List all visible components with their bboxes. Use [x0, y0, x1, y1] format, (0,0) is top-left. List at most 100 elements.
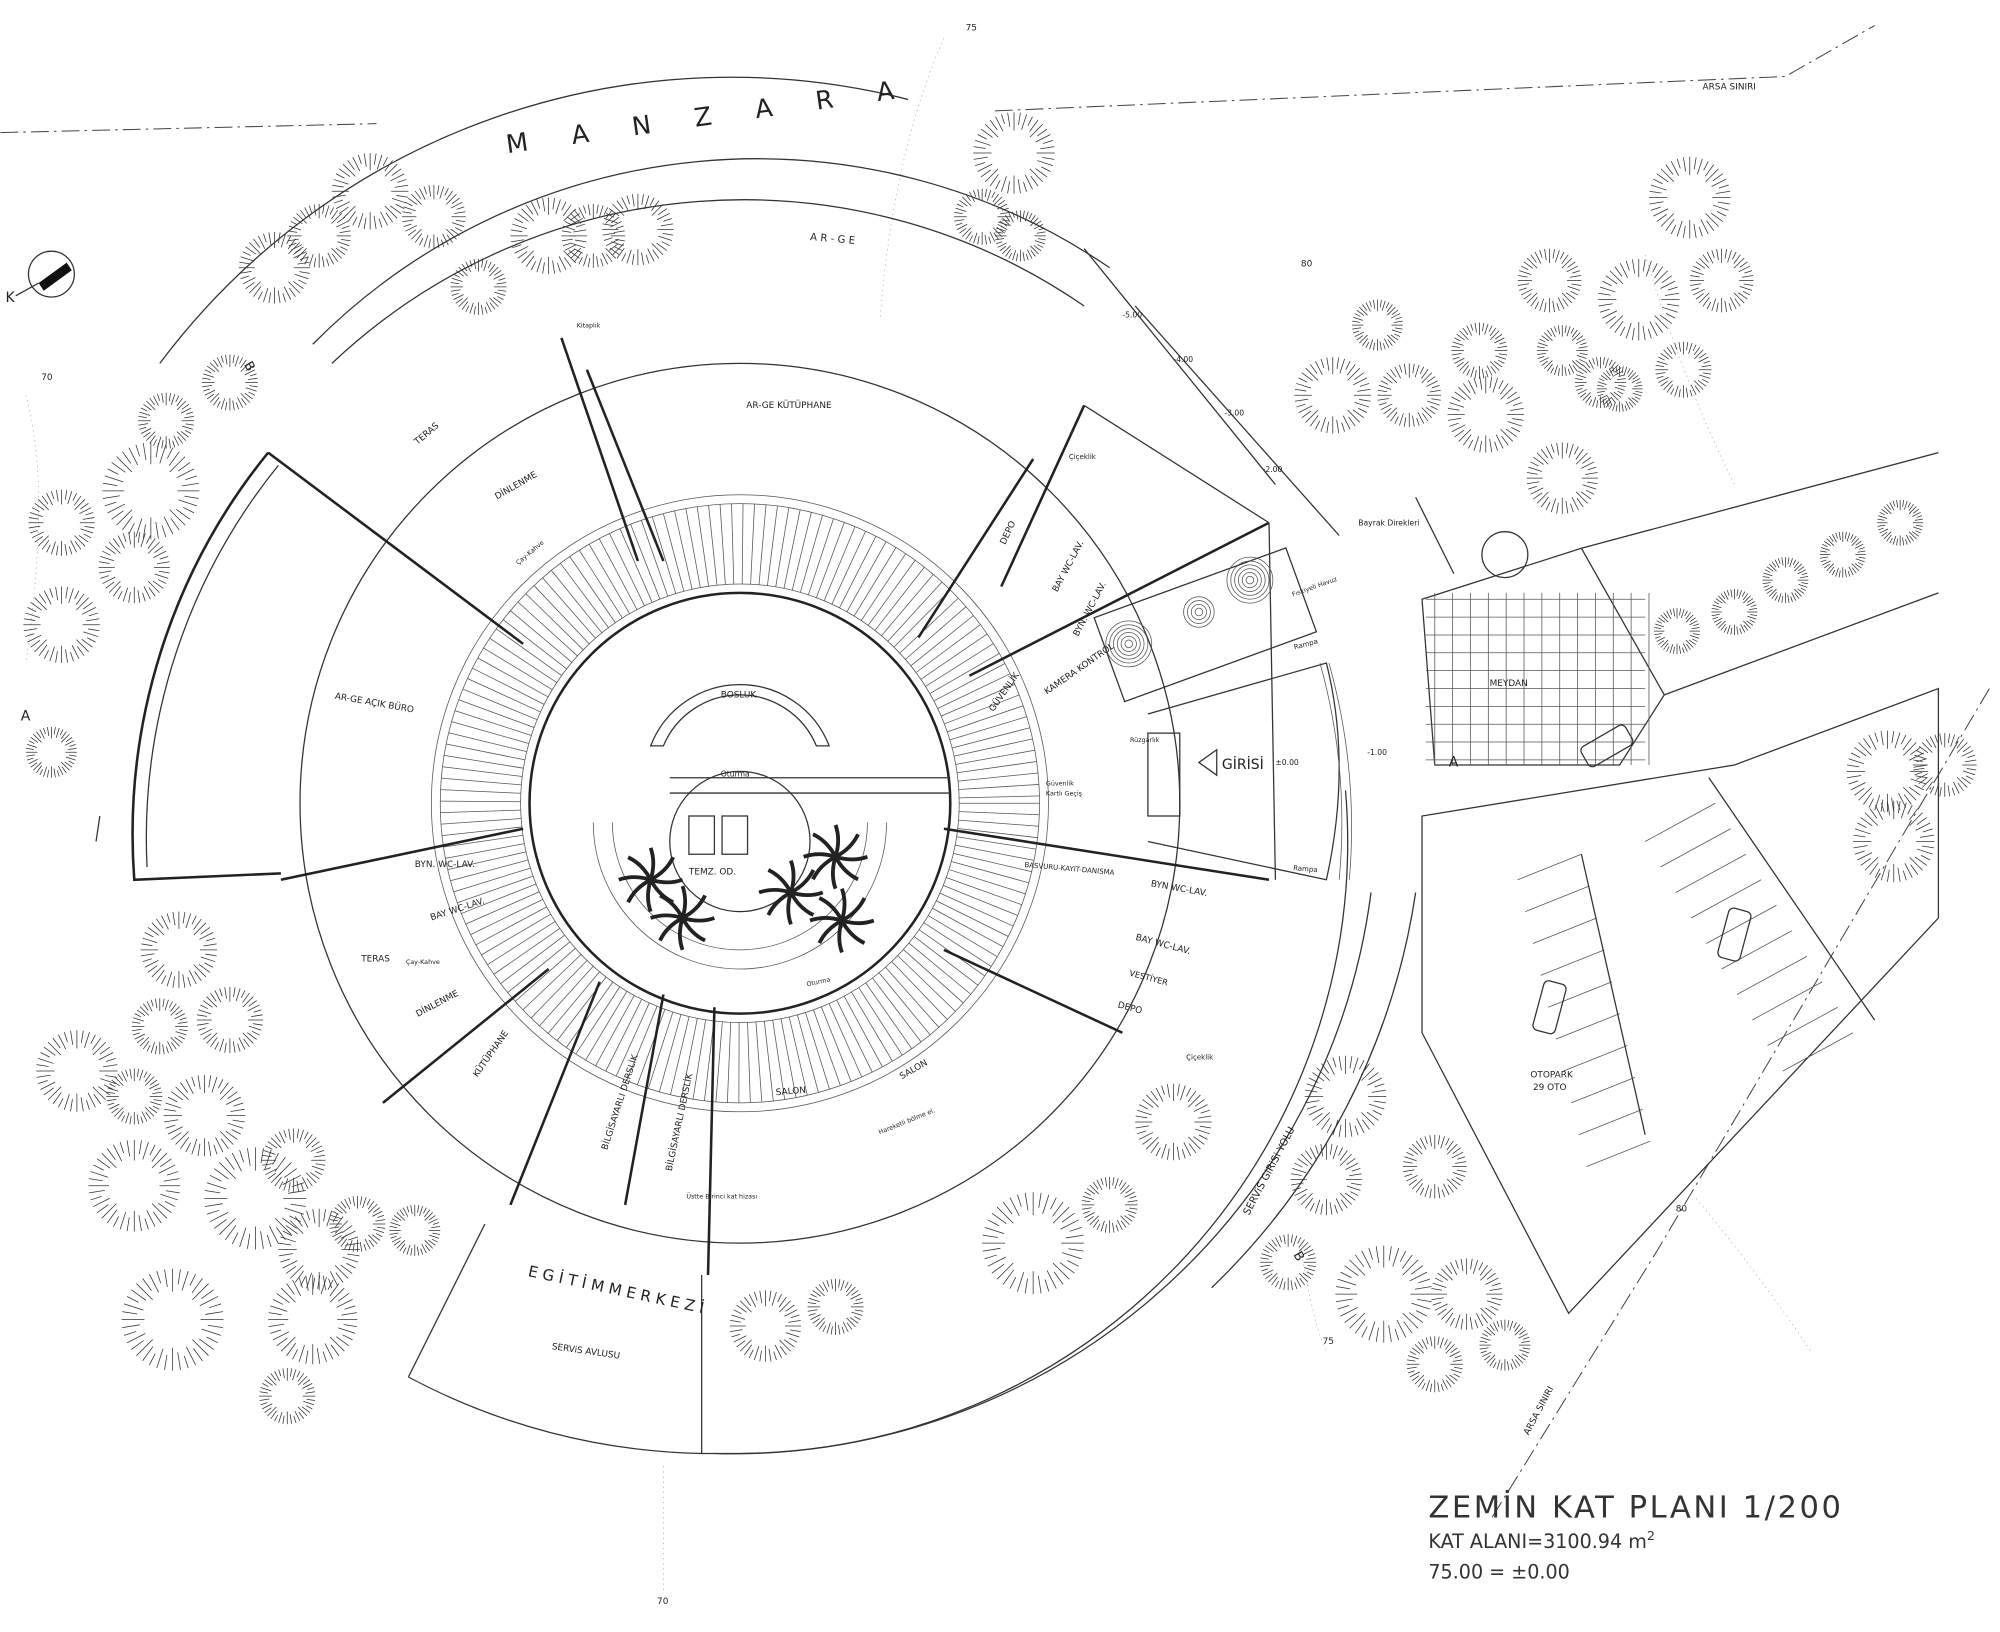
tree-stroke — [1605, 275, 1618, 285]
tree-stroke — [451, 277, 463, 283]
tree-stroke — [1575, 384, 1585, 387]
contour-80-top: 80 — [1301, 259, 1313, 269]
tree-stroke — [1033, 223, 1044, 230]
tree-stroke — [391, 197, 407, 204]
tree-stroke — [304, 257, 309, 265]
tree-stroke — [290, 244, 303, 251]
tree-stroke — [204, 962, 214, 968]
tree-stroke — [1507, 421, 1523, 427]
tree-icon — [1402, 1134, 1467, 1199]
section-a-right: A — [1449, 754, 1459, 770]
tree-stroke — [177, 1352, 181, 1371]
tree-stroke — [608, 208, 620, 217]
tree-stroke — [631, 254, 635, 265]
tree-stroke — [154, 1087, 162, 1091]
tree-stroke — [1180, 1085, 1186, 1101]
tree-stroke — [1351, 1167, 1361, 1172]
tree-stroke — [1666, 610, 1672, 620]
tree-stroke — [1488, 325, 1493, 333]
tree-stroke — [1455, 1177, 1464, 1182]
tree-stroke — [282, 1415, 285, 1424]
tree-stroke — [1599, 308, 1610, 313]
tree-stroke — [445, 190, 453, 201]
tree-stroke — [1874, 804, 1884, 820]
tree-stroke — [1777, 558, 1781, 564]
tree-stroke — [1414, 1374, 1425, 1385]
tree-stroke — [785, 1304, 795, 1312]
tree-stroke — [88, 1178, 103, 1182]
tree-stroke — [1446, 1143, 1458, 1155]
tree-stroke — [1571, 497, 1579, 511]
tree-stroke — [1489, 438, 1493, 453]
tree-stroke — [1915, 524, 1923, 527]
tree-icon — [982, 1192, 1085, 1295]
tree-stroke — [1489, 1324, 1495, 1331]
tree-stroke — [818, 1321, 826, 1330]
tree-stroke — [1186, 1087, 1192, 1097]
tree-stroke — [1450, 1262, 1458, 1276]
tree-stroke — [1305, 409, 1319, 423]
tree-stroke — [176, 468, 195, 479]
tree-stroke — [149, 1144, 156, 1156]
tree-stroke — [1550, 498, 1557, 513]
tree-stroke — [347, 160, 355, 170]
tree-stroke — [333, 199, 343, 204]
tree-stroke — [850, 1317, 859, 1324]
stair-line — [626, 1006, 658, 1081]
tree-stroke — [1295, 1277, 1302, 1288]
tree-stroke — [525, 255, 535, 268]
tree-stroke — [996, 203, 1008, 210]
tree-stroke — [1670, 344, 1677, 355]
tree-stroke — [220, 355, 224, 363]
tree-stroke — [517, 251, 528, 259]
tree-stroke — [70, 1030, 74, 1045]
tree-icon — [1597, 258, 1680, 341]
stair-line — [944, 694, 1020, 725]
tree-stroke — [1897, 867, 1901, 882]
tree-stroke — [1377, 398, 1389, 401]
tree-stroke — [1308, 1107, 1324, 1116]
tree-icon — [561, 204, 626, 268]
tree-stroke — [1012, 211, 1015, 218]
flag-poles-label: Bayrak Direkleri — [1358, 518, 1419, 527]
tree-stroke — [74, 535, 86, 547]
tree-stroke — [1609, 315, 1624, 329]
tree-stroke — [1599, 378, 1605, 382]
tree-stroke — [1851, 538, 1860, 546]
stair-line — [522, 954, 582, 1011]
tree-stroke — [1610, 392, 1619, 401]
tree-stroke — [164, 1201, 176, 1207]
tree-stroke — [248, 1025, 262, 1031]
tree-stroke — [307, 1387, 315, 1390]
tree-stroke — [1417, 1299, 1432, 1303]
tree-stroke — [1021, 114, 1027, 130]
tree-stroke — [1635, 391, 1643, 393]
tree-stroke — [1347, 364, 1356, 376]
tree-stroke — [142, 592, 146, 602]
tree-stroke — [149, 1274, 159, 1293]
tree-stroke — [294, 1410, 301, 1422]
tree-stroke — [206, 996, 218, 1008]
tree-stroke — [36, 731, 42, 739]
tree-stroke — [183, 1355, 189, 1369]
tree-stroke — [206, 1182, 227, 1190]
tree-stroke — [423, 234, 429, 248]
tree-stroke — [779, 1300, 791, 1313]
tree-stroke — [1453, 1373, 1460, 1378]
contour-80-right: 80 — [1676, 1204, 1688, 1214]
tree-stroke — [982, 1247, 1001, 1252]
tree-stroke — [144, 1073, 152, 1082]
stair-line — [899, 597, 959, 654]
tree-stroke — [268, 232, 272, 245]
tree-stroke — [1357, 388, 1371, 392]
tree-stroke — [1902, 786, 1917, 801]
tree-stroke — [161, 525, 167, 538]
tree-stroke — [285, 1225, 298, 1235]
tree-stroke — [995, 180, 1001, 190]
tree-stroke — [1698, 257, 1710, 269]
tree-stroke — [1854, 828, 1871, 835]
tree-stroke — [1411, 1302, 1430, 1310]
tree-stroke — [315, 1163, 326, 1166]
tree-stroke — [1349, 1173, 1362, 1177]
tree-stroke — [1430, 1336, 1433, 1347]
